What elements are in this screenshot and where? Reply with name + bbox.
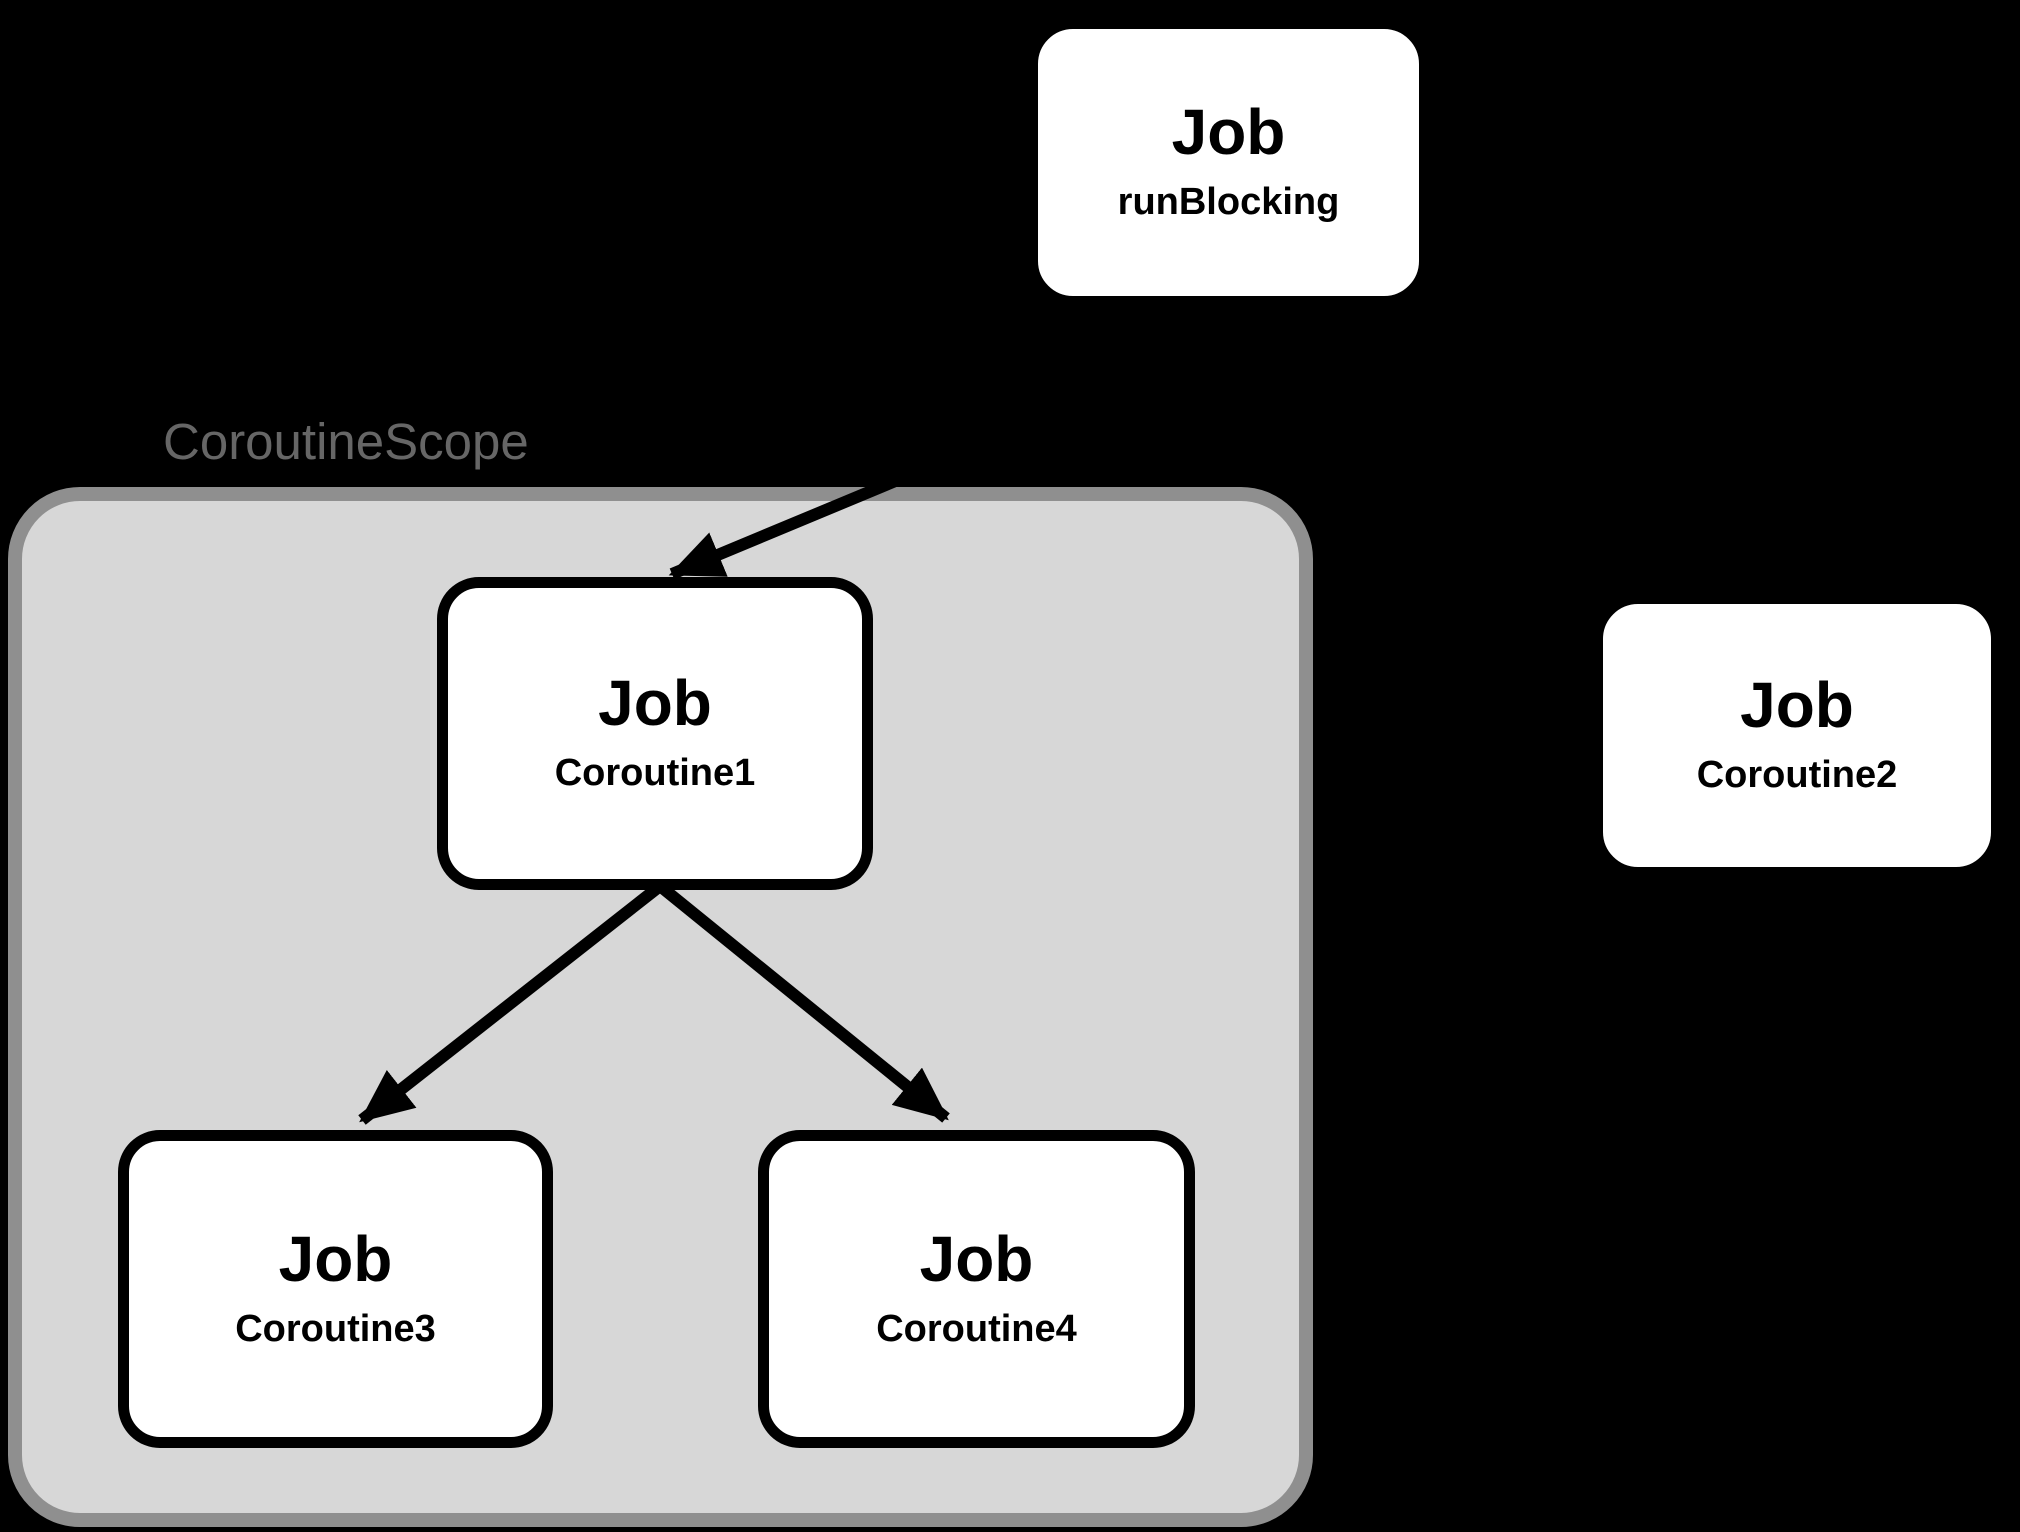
job-node-coroutine4-subtitle: Coroutine4 xyxy=(876,1307,1077,1350)
job-node-coroutine2-title: Job xyxy=(1740,669,1854,742)
job-node-runblocking: Job runBlocking xyxy=(1027,18,1430,307)
job-node-coroutine1-subtitle: Coroutine1 xyxy=(554,752,756,795)
job-node-coroutine1-title: Job xyxy=(598,667,712,740)
job-node-coroutine2: Job Coroutine2 xyxy=(1592,593,2002,878)
job-node-runblocking-subtitle: runBlocking xyxy=(1117,181,1340,224)
job-node-coroutine3-title: Job xyxy=(278,1222,393,1295)
job-node-coroutine4: Job Coroutine4 xyxy=(758,1130,1195,1448)
job-node-coroutine3: Job Coroutine3 xyxy=(118,1130,553,1448)
job-node-coroutine2-subtitle: Coroutine2 xyxy=(1696,754,1898,797)
job-node-coroutine1: Job Coroutine1 xyxy=(437,577,873,890)
job-node-runblocking-title: Job xyxy=(1171,96,1286,169)
coroutine-scope-label: CoroutineScope xyxy=(163,413,529,470)
job-node-coroutine3-subtitle: Coroutine3 xyxy=(235,1307,436,1350)
job-node-coroutine4-title: Job xyxy=(919,1222,1034,1295)
